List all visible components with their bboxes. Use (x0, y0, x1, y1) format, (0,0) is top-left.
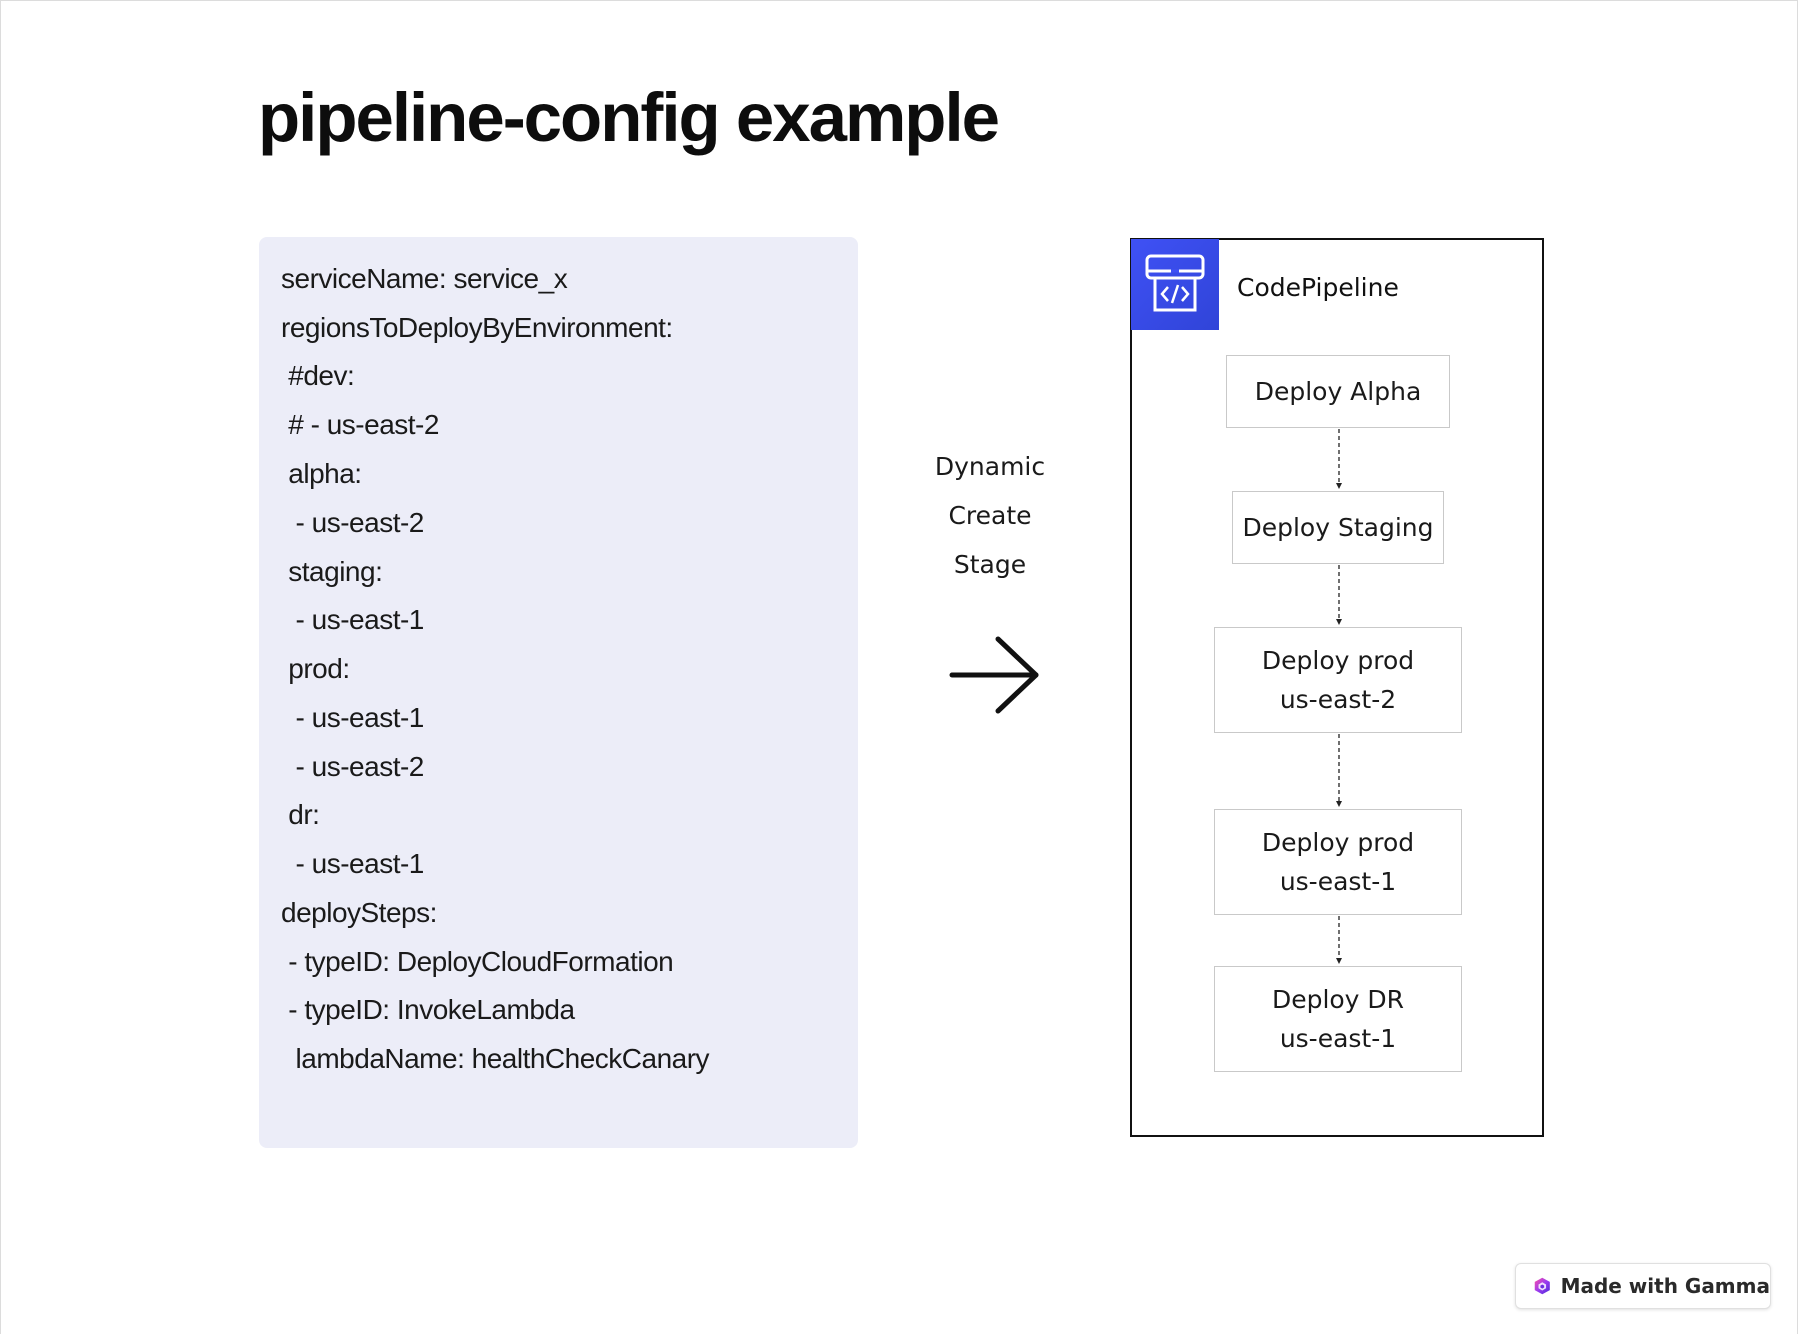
pipeline-stage: Deploy Alpha (1226, 355, 1450, 428)
config-code-panel: serviceName: service_x regionsToDeployBy… (259, 237, 858, 1148)
badge-label: Made with Gamma (1560, 1274, 1770, 1298)
pipeline-stage: Deploy prod us-east-1 (1214, 809, 1462, 915)
code-line: - us-east-2 (281, 507, 425, 538)
stage-label: Deploy prod (1261, 828, 1415, 857)
code-line: - typeID: InvokeLambda (281, 994, 575, 1025)
arrow-right-icon (949, 636, 1039, 714)
stage-label: Deploy Alpha (1254, 377, 1422, 406)
code-line: - us-east-1 (281, 604, 425, 635)
code-line: - us-east-1 (281, 702, 425, 733)
code-line: # - us-east-2 (281, 409, 439, 440)
pipeline-stage: Deploy DR us-east-1 (1214, 966, 1462, 1072)
code-line: - typeID: DeployCloudFormation (281, 946, 674, 977)
transition-label-line: Stage (953, 550, 1027, 579)
stage-label: Deploy prod (1261, 646, 1415, 675)
codepipeline-icon (1131, 239, 1219, 330)
gamma-logo-icon (1534, 1277, 1550, 1295)
stage-label: Deploy DR (1271, 985, 1405, 1014)
code-line: deploySteps: (281, 897, 437, 928)
code-line: regionsToDeployByEnvironment: (281, 312, 673, 343)
stage-region: us-east-1 (1279, 867, 1397, 896)
code-line: lambdaName: healthCheckCanary (281, 1043, 710, 1074)
code-line: prod: (281, 653, 350, 684)
code-line: - us-east-1 (281, 848, 425, 879)
code-line: staging: (281, 556, 383, 587)
pipeline-title: CodePipeline (1237, 273, 1399, 302)
pipeline-stage: Deploy prod us-east-2 (1214, 627, 1462, 733)
code-line: #dev: (281, 360, 355, 391)
stage-region: us-east-2 (1279, 685, 1397, 714)
stage-connector-arrow (1336, 916, 1342, 964)
stage-region: us-east-1 (1279, 1024, 1397, 1053)
made-with-gamma-badge[interactable]: Made with Gamma (1515, 1263, 1771, 1309)
code-line: serviceName: service_x (281, 263, 568, 294)
page-title: pipeline-config example (258, 79, 1000, 156)
stage-connector-arrow (1336, 429, 1342, 489)
stage-label: Deploy Staging (1242, 513, 1434, 542)
stage-connector-arrow (1336, 734, 1342, 807)
code-line: - us-east-2 (281, 751, 425, 782)
code-line: dr: (281, 799, 320, 830)
code-line: alpha: (281, 458, 362, 489)
pipeline-stage: Deploy Staging (1232, 491, 1444, 564)
transition-label-line: Create (948, 501, 1032, 530)
stage-connector-arrow (1336, 565, 1342, 625)
transition-label-line: Dynamic (934, 452, 1046, 481)
